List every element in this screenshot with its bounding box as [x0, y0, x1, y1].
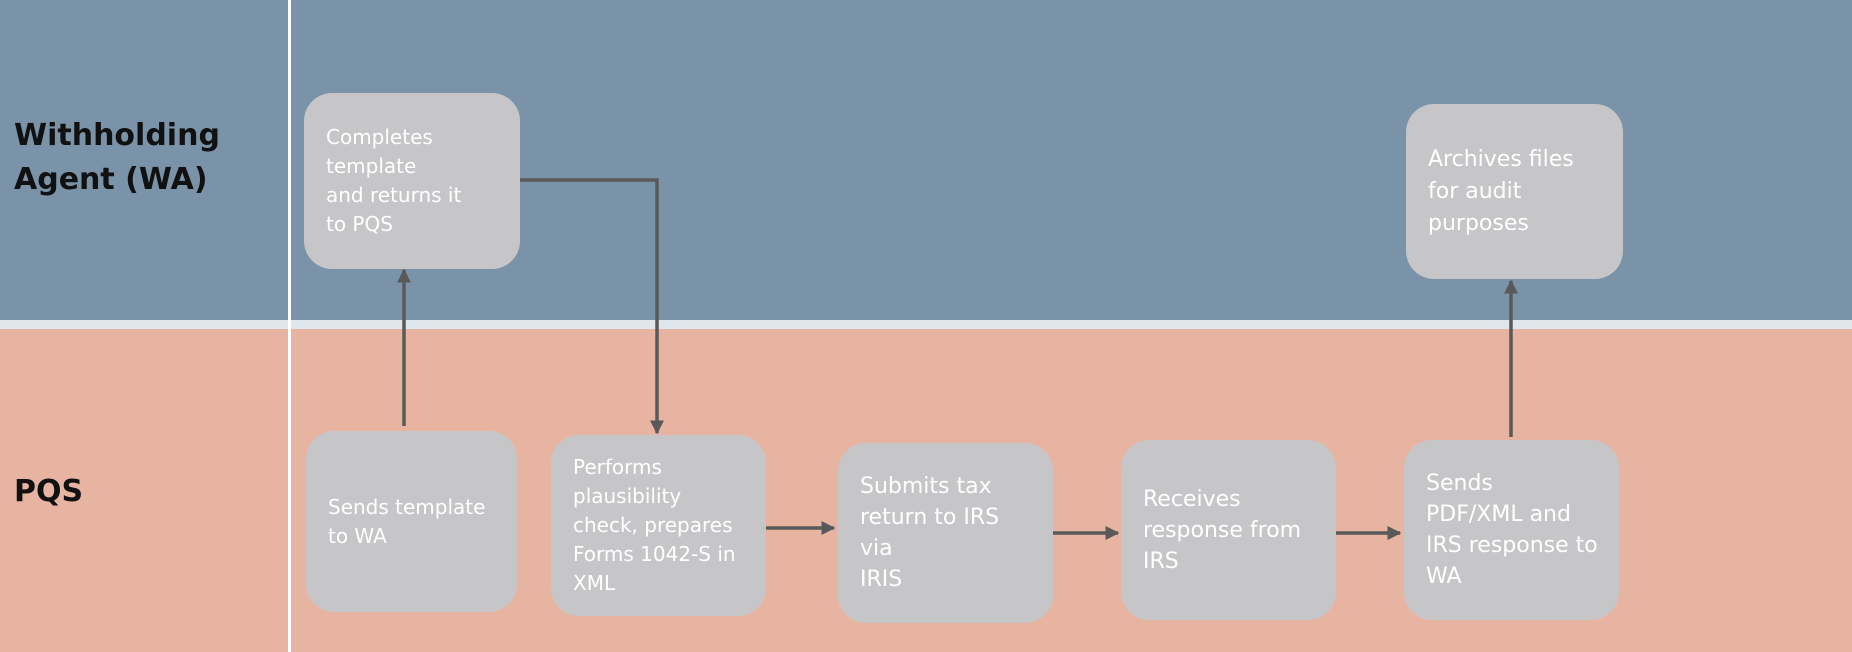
step-completes-template[interactable]: Completes template and returns it to PQS: [304, 93, 520, 269]
step-archives-files-text: Archives files for audit purposes: [1428, 146, 1574, 236]
step-sends-template-text: Sends template to WA: [328, 494, 486, 548]
lane-label-pqs: PQS: [14, 474, 84, 509]
step-sends-template[interactable]: Sends template to WA: [306, 431, 517, 612]
step-plausibility-check[interactable]: Performs plausibility check, prepares Fo…: [551, 435, 766, 616]
step-submits-return[interactable]: Submits tax return to IRS via IRIS: [838, 443, 1053, 623]
step-sends-pdf-xml[interactable]: Sends PDF/XML and IRS response to WA: [1404, 440, 1619, 620]
step-receives-response-text: Receives response from IRS: [1143, 486, 1302, 574]
step-receives-response[interactable]: Receives response from IRS: [1121, 440, 1336, 620]
lane-divider-horizontal: [0, 320, 1852, 329]
lane-divider-vertical: [288, 0, 291, 652]
step-sends-pdf-xml-text: Sends PDF/XML and IRS response to WA: [1426, 471, 1598, 589]
step-plausibility-check-text: Performs plausibility check, prepares Fo…: [573, 455, 736, 595]
lane-label-withholding-agent: Withholding Agent (WA): [14, 118, 220, 197]
step-submits-return-text: Submits tax return to IRS via IRIS: [860, 474, 1000, 592]
step-archives-files[interactable]: Archives files for audit purposes: [1406, 104, 1623, 279]
step-completes-template-text: Completes template and returns it to PQS: [326, 125, 462, 236]
